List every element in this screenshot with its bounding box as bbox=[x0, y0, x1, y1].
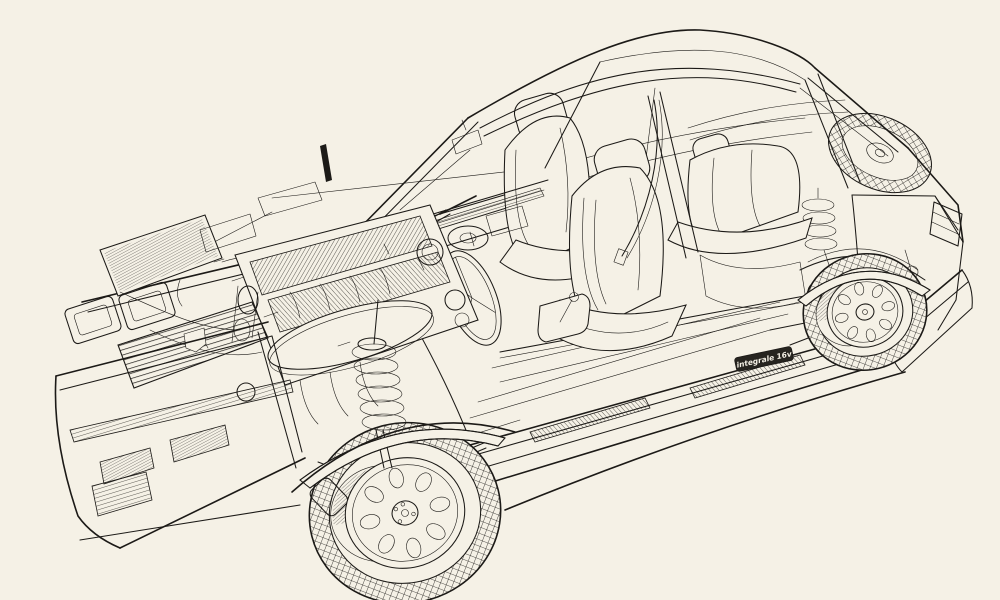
battery bbox=[485, 205, 529, 237]
rear-seat bbox=[667, 133, 813, 255]
intake-plenum bbox=[267, 300, 434, 376]
rearview-mirror bbox=[451, 119, 483, 155]
c-pillar bbox=[804, 73, 861, 189]
far-strut-tower bbox=[447, 225, 489, 251]
rim-holes bbox=[359, 467, 451, 559]
bumper-rubstrip bbox=[69, 379, 294, 443]
fog-lamp bbox=[236, 382, 256, 402]
antenna bbox=[320, 144, 332, 182]
exhaust-manifold bbox=[299, 361, 379, 425]
front-spoiler bbox=[79, 504, 301, 541]
rim-holes bbox=[835, 282, 895, 342]
bumper-vent-1 bbox=[99, 447, 155, 485]
headlamp-outer bbox=[64, 295, 122, 345]
license-plate bbox=[91, 471, 153, 517]
door-mirror bbox=[537, 293, 591, 343]
rear-wheel bbox=[802, 252, 928, 372]
brake-booster bbox=[416, 238, 444, 266]
windshield-reflection bbox=[399, 149, 471, 211]
front-wheel-arch bbox=[291, 422, 516, 493]
headlamp-inner bbox=[118, 281, 176, 331]
bumper-vent-2 bbox=[169, 424, 230, 463]
cam-cover-2 bbox=[267, 251, 451, 333]
rear-wheel-arch bbox=[797, 270, 931, 307]
front-wheel bbox=[308, 421, 502, 600]
b-pillar bbox=[647, 91, 699, 259]
spare-wheel bbox=[828, 112, 932, 194]
hub bbox=[391, 500, 419, 526]
front-end bbox=[54, 281, 306, 549]
seat-belt bbox=[613, 99, 663, 266]
cam-cover-1 bbox=[249, 215, 433, 296]
distributor bbox=[444, 289, 466, 311]
brake-caliper bbox=[309, 477, 349, 517]
driver-seat bbox=[544, 138, 687, 352]
